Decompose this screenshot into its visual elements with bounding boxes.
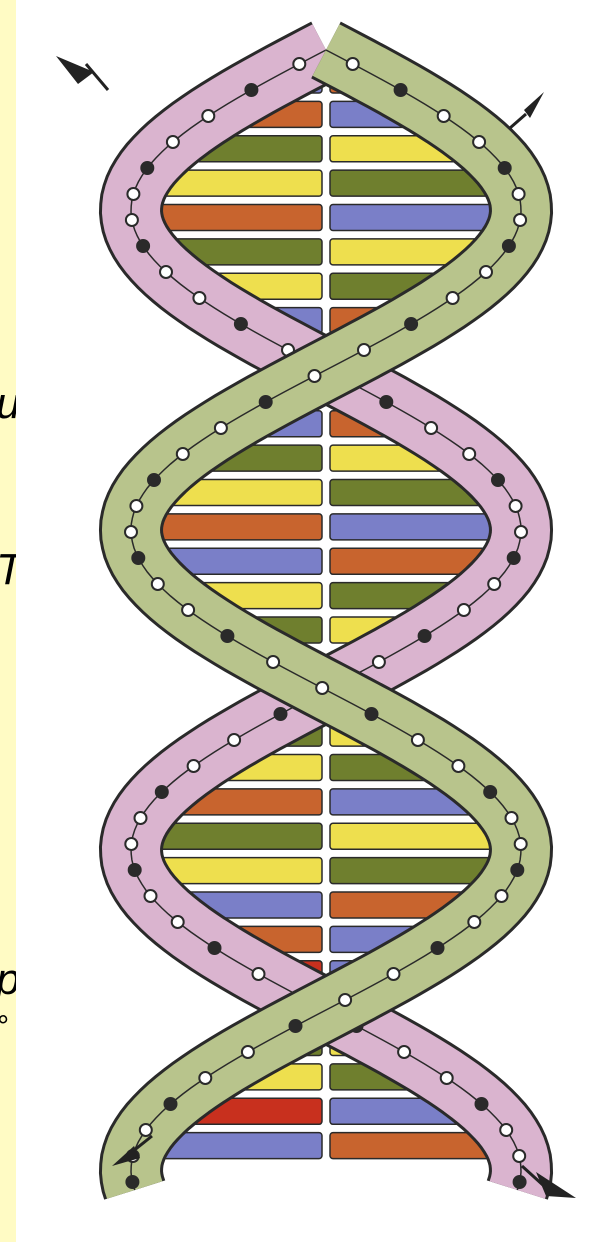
pink-strand-nucleotide-node xyxy=(126,214,138,226)
base-pair-right xyxy=(330,514,503,540)
green-strand-nucleotide-node xyxy=(484,786,496,798)
green-strand-nucleotide-node xyxy=(199,1072,211,1084)
green-strand-nucleotide-node xyxy=(405,318,417,330)
green-strand-nucleotide-node xyxy=(452,760,464,772)
pink-strand-nucleotide-node xyxy=(513,1150,525,1162)
green-strand-nucleotide-node xyxy=(125,526,137,538)
pink-strand-nucleotide-node xyxy=(202,110,214,122)
pink-strand-nucleotide-node xyxy=(488,578,500,590)
green-strand-nucleotide-node xyxy=(148,474,160,486)
green-strand-nucleotide-node xyxy=(503,240,515,252)
pink-strand-nucleotide-node xyxy=(145,890,157,902)
green-strand-nucleotide-node xyxy=(215,422,227,434)
green-strand-nucleotide-node xyxy=(152,578,164,590)
green-strand-nucleotide-node xyxy=(511,864,523,876)
green-strand-nucleotide-node xyxy=(290,1020,302,1032)
green-strand-nucleotide-node xyxy=(165,1098,177,1110)
green-strand-nucleotide-node xyxy=(126,1176,138,1188)
green-strand-nucleotide-node xyxy=(358,344,370,356)
green-strand-nucleotide-node xyxy=(438,110,450,122)
pink-strand-nucleotide-node xyxy=(235,318,247,330)
pink-strand-nucleotide-node xyxy=(209,942,221,954)
green-strand-nucleotide-node xyxy=(513,188,525,200)
base-pair-left xyxy=(151,823,322,849)
green-strand-nucleotide-node xyxy=(130,500,142,512)
pink-strand-nucleotide-node xyxy=(253,968,265,980)
pink-strand-nucleotide-node xyxy=(172,916,184,928)
pink-strand-nucleotide-node xyxy=(492,474,504,486)
arrow-top-right-icon xyxy=(510,92,544,128)
green-strand-nucleotide-node xyxy=(221,630,233,642)
dna-double-helix-illustration xyxy=(16,0,596,1242)
pink-strand-nucleotide-node xyxy=(188,760,200,772)
text-fragment-degree: ° xyxy=(0,1012,8,1042)
green-strand-nucleotide-node xyxy=(432,942,444,954)
pink-strand-nucleotide-node xyxy=(228,734,240,746)
pink-strand-nucleotide-node xyxy=(510,500,522,512)
green-strand-nucleotide-node xyxy=(242,1046,254,1058)
green-strand-nucleotide-node xyxy=(260,396,272,408)
green-strand-nucleotide-node xyxy=(412,734,424,746)
pink-strand-nucleotide-node xyxy=(245,84,257,96)
green-strand-nucleotide-node xyxy=(366,708,378,720)
green-strand-nucleotide-node xyxy=(388,968,400,980)
pink-strand-nucleotide-node xyxy=(125,838,137,850)
pink-strand-nucleotide-node xyxy=(141,162,153,174)
base-pair-left xyxy=(150,205,323,231)
green-strand-nucleotide-node xyxy=(496,890,508,902)
pink-strand-nucleotide-node xyxy=(514,1176,526,1188)
pink-strand-nucleotide-node xyxy=(425,422,437,434)
green-strand-nucleotide-node xyxy=(395,84,407,96)
green-strand-nucleotide-node xyxy=(473,136,485,148)
green-strand-nucleotide-node xyxy=(177,448,189,460)
pink-strand-nucleotide-node xyxy=(508,552,520,564)
base-pair-right xyxy=(330,205,503,231)
pink-strand-nucleotide-node xyxy=(193,292,205,304)
pink-strand-nucleotide-node xyxy=(398,1046,410,1058)
illustration-panel xyxy=(16,0,596,1242)
green-strand-nucleotide-node xyxy=(347,58,359,70)
green-strand-nucleotide-node xyxy=(339,994,351,1006)
base-pair-left xyxy=(149,514,322,540)
pink-strand-nucleotide-node xyxy=(458,604,470,616)
green-strand-nucleotide-node xyxy=(499,162,511,174)
pink-strand-nucleotide-node xyxy=(129,864,141,876)
green-strand-nucleotide-node xyxy=(514,214,526,226)
pink-strand-nucleotide-node xyxy=(137,240,149,252)
left-text-fragments: u T p ° xyxy=(0,0,16,1242)
pink-strand-nucleotide-node xyxy=(160,266,172,278)
green-strand-nucleotide-node xyxy=(140,1124,152,1136)
base-pair-right xyxy=(330,823,501,849)
pink-strand-nucleotide-node xyxy=(275,708,287,720)
pink-strand-nucleotide-node xyxy=(419,630,431,642)
green-strand-nucleotide-node xyxy=(309,370,321,382)
pink-strand-nucleotide-node xyxy=(463,448,475,460)
pink-strand-nucleotide-node xyxy=(293,58,305,70)
green-strand-nucleotide-node xyxy=(267,656,279,668)
green-strand-nucleotide-node xyxy=(506,812,518,824)
arrow-top-left-icon xyxy=(56,56,108,90)
pink-strand-nucleotide-node xyxy=(373,656,385,668)
pink-strand-nucleotide-node xyxy=(441,1072,453,1084)
pink-strand-nucleotide-node xyxy=(515,526,527,538)
green-strand-nucleotide-node xyxy=(447,292,459,304)
green-strand-nucleotide-node xyxy=(480,266,492,278)
pink-strand-nucleotide-node xyxy=(476,1098,488,1110)
green-strand-nucleotide-node xyxy=(132,552,144,564)
pink-strand-nucleotide-node xyxy=(380,396,392,408)
green-strand-nucleotide-node xyxy=(182,604,194,616)
green-strand-nucleotide-node xyxy=(515,838,527,850)
pink-strand-nucleotide-node xyxy=(500,1124,512,1136)
green-strand-nucleotide-node xyxy=(468,916,480,928)
pink-strand-nucleotide-node xyxy=(127,188,139,200)
green-strand-nucleotide-node xyxy=(316,682,328,694)
pink-strand-nucleotide-node xyxy=(167,136,179,148)
pink-strand-nucleotide-node xyxy=(135,812,147,824)
pink-strand-nucleotide-node xyxy=(156,786,168,798)
